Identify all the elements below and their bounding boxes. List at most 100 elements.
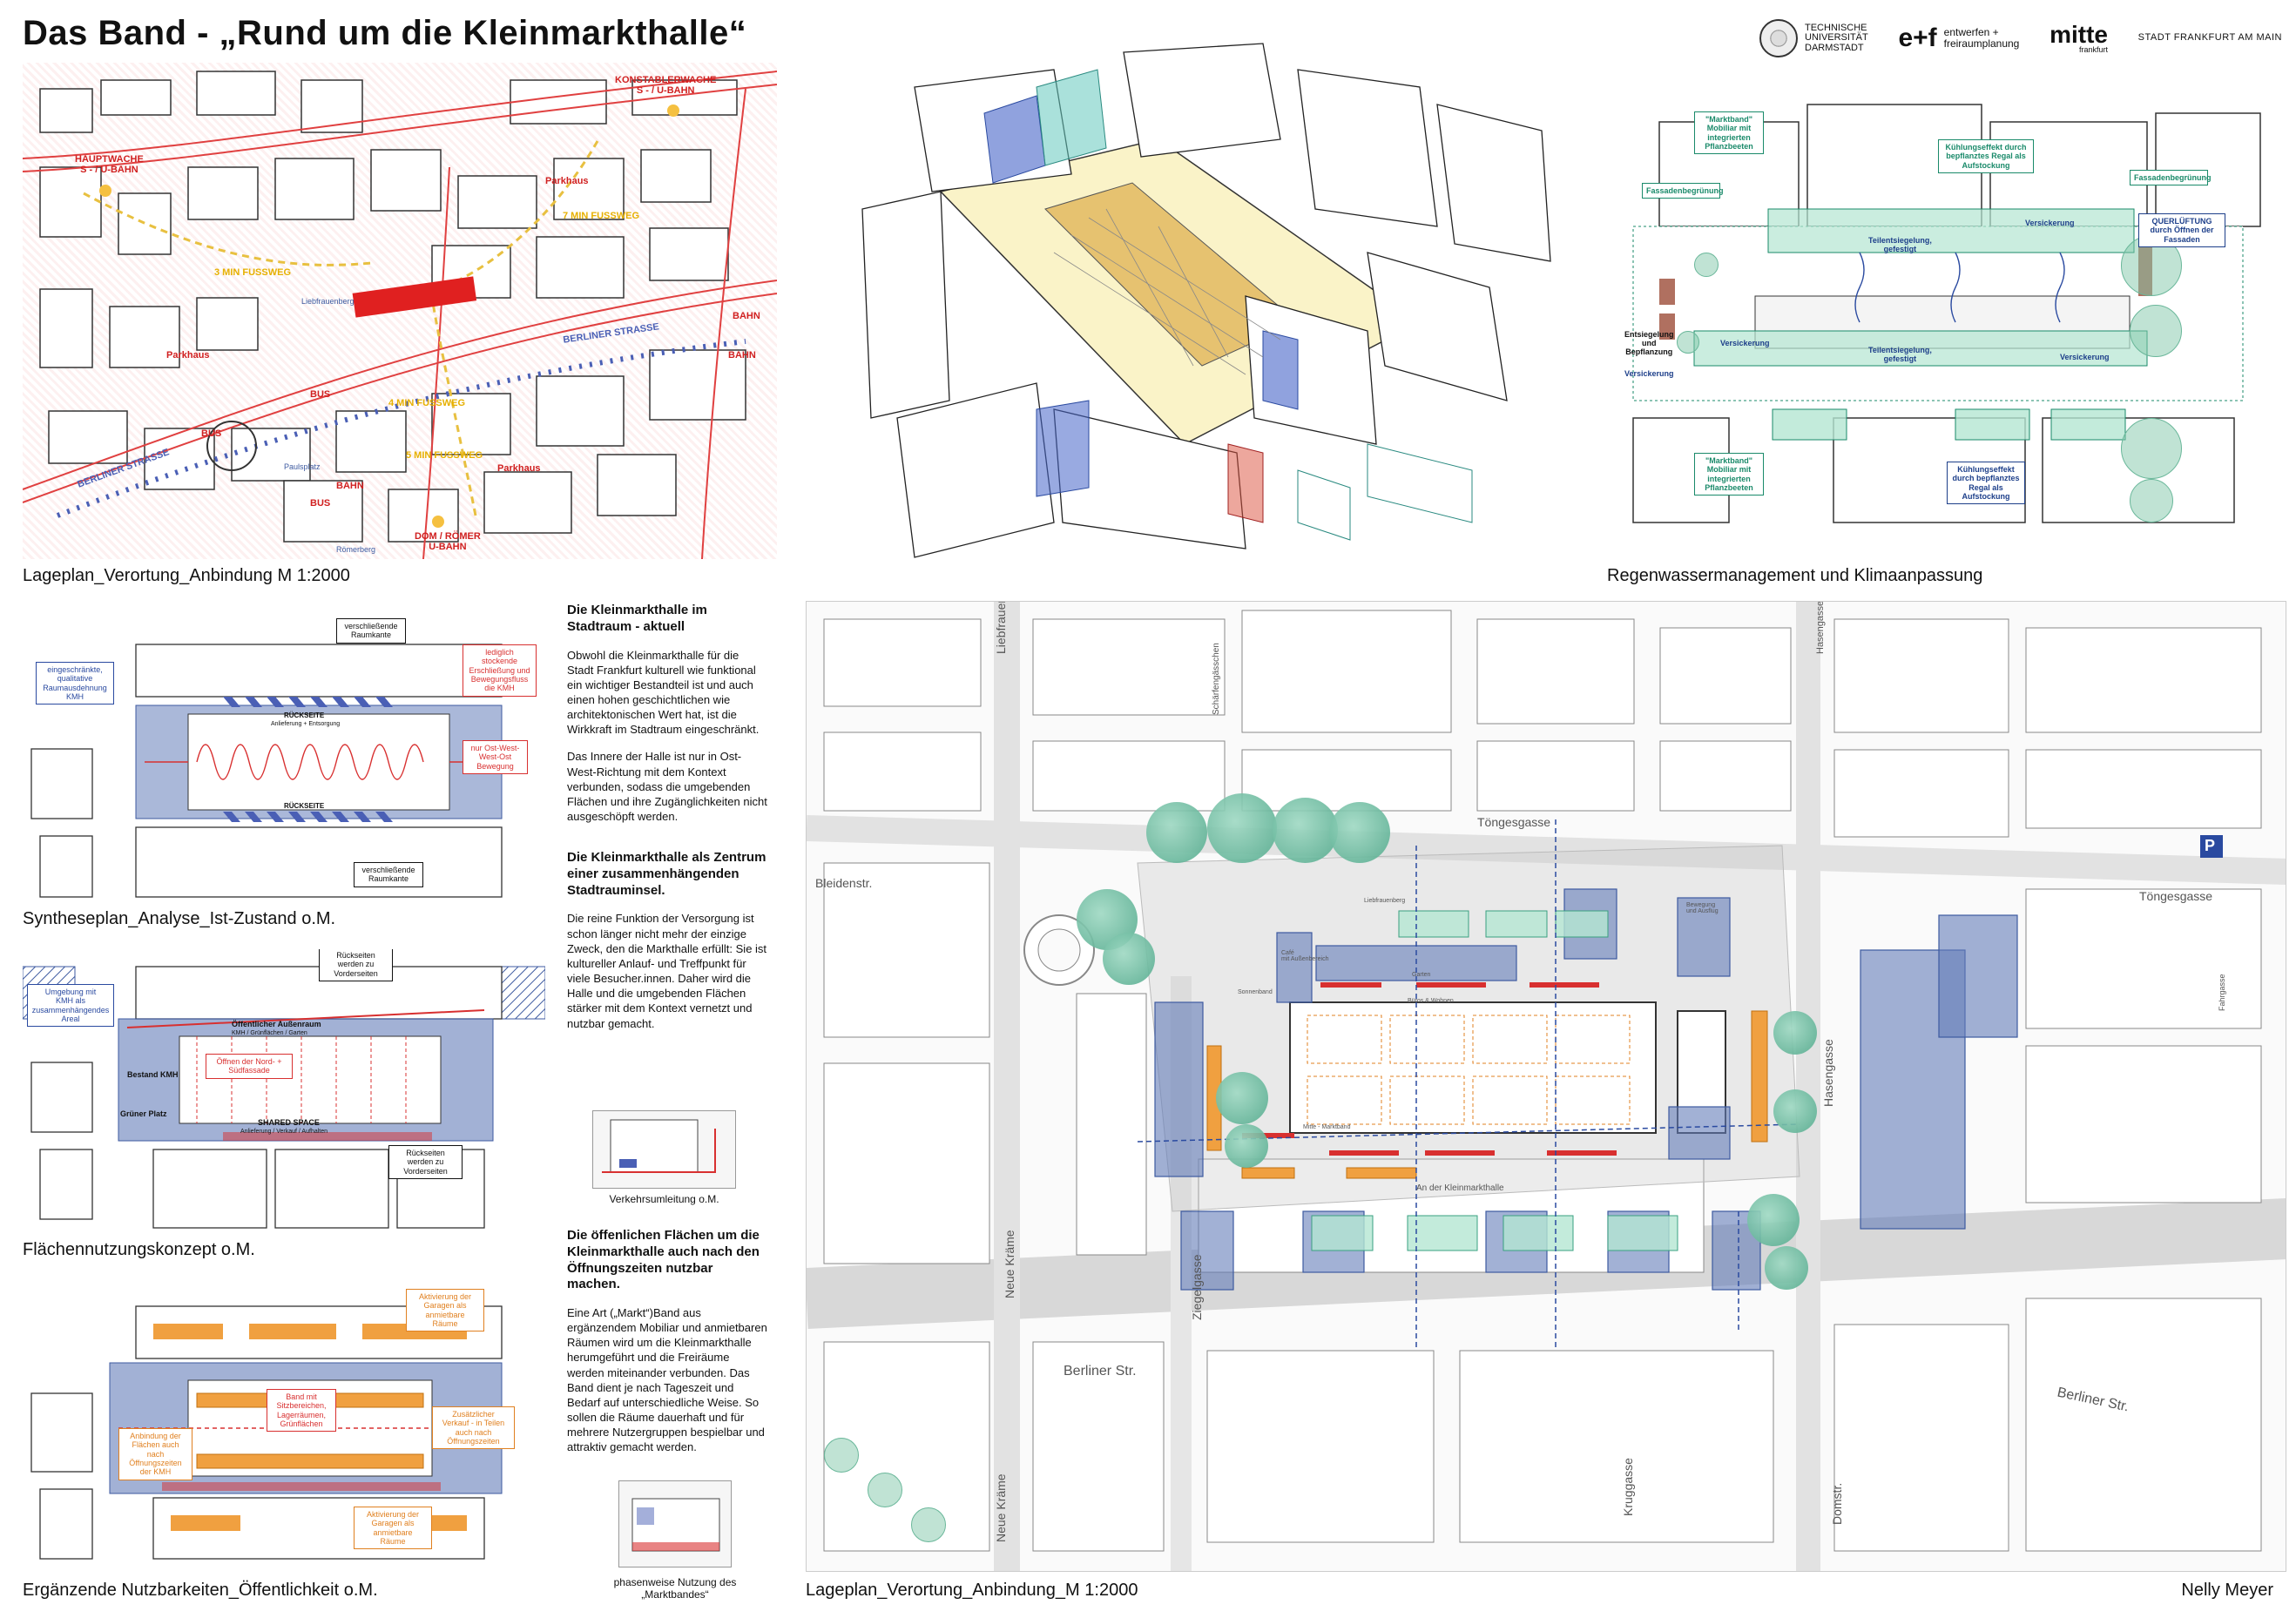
tu-seal-icon bbox=[1759, 19, 1798, 57]
mitte-sub: frankfurt bbox=[2078, 44, 2108, 54]
thumbnail-marktband bbox=[618, 1480, 732, 1567]
text-column-2: Die öffenlichen Flächen um die Kleinmark… bbox=[567, 1228, 767, 1467]
tu-darmstadt-logo: TECHNISCHE UNIVERSITÄT DARMSTADT bbox=[1759, 19, 1868, 57]
label-oeffnen: Öffnen der Nord- + Südfassade bbox=[206, 1054, 293, 1079]
label-eingeschraenkt: eingeschränkte, qualitative Raumausdehnu… bbox=[36, 662, 114, 705]
label-versick-2: Versickerung bbox=[1720, 339, 1770, 347]
label-bahn-3: BAHN bbox=[728, 350, 756, 361]
street-hasengasse-top: Hasengasse bbox=[1815, 601, 1826, 654]
label-raumkante-top: verschließende Raumkante bbox=[336, 618, 406, 644]
tree-1 bbox=[1146, 802, 1207, 863]
heading-oeffentlich: Die öffenlichen Flächen um die Kleinmark… bbox=[567, 1228, 760, 1292]
label-ostwest: nur Ost-West- West-Ost Bewegung bbox=[463, 740, 528, 775]
label-bahn-1: BAHN bbox=[733, 311, 760, 321]
paragraph-4: Eine Art („Markt“)Band aus ergänzendem M… bbox=[567, 1306, 767, 1454]
label-fussweg-4: 4 MIN FUSSWEG bbox=[388, 398, 466, 408]
label-shared-space: SHARED SPACE bbox=[258, 1118, 320, 1127]
tree-6 bbox=[1103, 933, 1155, 985]
label-aktivierung-top: Aktivierung der Garagen als anmietbare R… bbox=[406, 1289, 484, 1332]
ef-line-2: freiraumplanung bbox=[1943, 37, 2020, 50]
tree-4 bbox=[1329, 802, 1390, 863]
street-bleidenstr: Bleidenstr. bbox=[815, 876, 873, 890]
street-berliner-1: Berliner Str. bbox=[1064, 1364, 1137, 1379]
label-rueckseite-top: RÜCKSEITE bbox=[284, 711, 325, 719]
paragraph-1: Obwohl die Kleinmarkthalle für die Stadt… bbox=[567, 648, 760, 737]
ef-logo: e+f entwerfen + freiraumplanung bbox=[1898, 24, 2019, 52]
label-konstablerwache: KONSTABLERWACHE S - / U-BAHN bbox=[615, 75, 717, 97]
street-neue-kraeme-2: Neue Kräme bbox=[994, 1473, 1008, 1542]
tree-regen-3 bbox=[2121, 418, 2182, 479]
tree-13 bbox=[824, 1438, 859, 1473]
caption-regenwasser: Regenwassermanagement und Klimaanpassung bbox=[1607, 566, 1983, 585]
label-rueckseiten-top: Rückseiten werden zu Vorderseiten bbox=[319, 949, 393, 982]
label-versick-1: Versickerung bbox=[2025, 219, 2075, 227]
author-name: Nelly Meyer bbox=[2181, 1581, 2273, 1600]
label-raumkante-bot: verschließende Raumkante bbox=[354, 862, 423, 887]
tree-10 bbox=[1773, 1089, 1817, 1133]
street-schaerfengaesschen: Schärfengässchen bbox=[1212, 643, 1221, 715]
label-fussweg-5: 5 MIN FUSSWEG bbox=[406, 450, 483, 461]
label-bueros: Büros & Wohnen bbox=[1408, 998, 1454, 1004]
street-hasengasse: Hasengasse bbox=[1821, 1039, 1835, 1107]
mitte-mark: mitte bbox=[2050, 21, 2108, 49]
tree-regen-4 bbox=[2130, 479, 2173, 522]
label-shared-sub: Anlieferung / Verkauf / Aufhalten bbox=[240, 1129, 328, 1135]
street-fahrgasse: Fahrgasse bbox=[2218, 974, 2226, 1011]
perspective-sketch bbox=[810, 35, 1559, 566]
tree-regen-6 bbox=[1677, 331, 1699, 354]
tree-2 bbox=[1207, 793, 1277, 863]
page-title: Das Band - „Rund um die Kleinmarkthalle“ bbox=[23, 14, 747, 52]
caption-synthese: Syntheseplan_Analyse_Ist-Zustand o.M. bbox=[23, 909, 336, 928]
label-hauptwache: HAUPTWACHE S - / U-BAHN bbox=[75, 154, 144, 176]
label-versick-4: Versickerung bbox=[2060, 353, 2110, 361]
logo-bar: TECHNISCHE UNIVERSITÄT DARMSTADT e+f ent… bbox=[1759, 12, 2282, 64]
tree-7 bbox=[1216, 1072, 1268, 1124]
label-fassade-right: Fassadenbegrünung bbox=[2130, 170, 2212, 186]
street-an-der-kleinmarkthalle: An der Kleinmarkthalle bbox=[1416, 1183, 1504, 1193]
tree-12 bbox=[1765, 1246, 1808, 1290]
label-anlieferung: Anlieferung + Entsorgung bbox=[271, 721, 341, 727]
label-oeffentlich-sub: KMH / Grünflächen / Garten bbox=[232, 1030, 307, 1036]
stadt-frankfurt-logo: STADT FRANKFURT AM MAIN bbox=[2138, 33, 2282, 44]
caption-lageplan-main: Lageplan_Verortung_Anbindung_M 1:2000 bbox=[806, 1581, 1138, 1600]
location-map-drawing bbox=[23, 71, 777, 559]
street-toengesgasse-2: Töngesgasse bbox=[2139, 889, 2213, 903]
thumbnail-marktband-drawing bbox=[631, 1498, 720, 1552]
label-bahn-2: BAHN bbox=[336, 481, 364, 491]
label-aktivierung-bot: Aktivierung der Garagen als anmietbare R… bbox=[354, 1507, 432, 1550]
thumbnail-verkehr-drawing bbox=[602, 1119, 716, 1173]
label-liebfrauenberg: Liebfrauenberg bbox=[301, 297, 355, 306]
label-rueckseiten-bot: Rückseiten werden zu Vorderseiten bbox=[388, 1145, 463, 1180]
flaechen-plan: Umgebung mit KMH als zusammenhängendes A… bbox=[23, 949, 545, 1237]
label-garten: Garten bbox=[1412, 972, 1431, 978]
text-column: Die Kleinmarkthalle im Stadtraum - aktue… bbox=[567, 603, 767, 1043]
label-bus-3: BUS bbox=[310, 498, 331, 509]
street-toengesgasse-1: Töngesgasse bbox=[1477, 815, 1551, 829]
tu-line-2: UNIVERSITÄT bbox=[1805, 32, 1868, 44]
tree-11 bbox=[1747, 1194, 1800, 1246]
tu-line-3: DARMSTADT bbox=[1805, 42, 1864, 53]
caption-flaechen: Flächennutzungskonzept o.M. bbox=[23, 1240, 255, 1259]
label-parkhaus-1: Parkhaus bbox=[545, 176, 589, 186]
label-parkhaus-2: Parkhaus bbox=[166, 350, 210, 361]
label-anbindung: Anbindung der Flächen auch nach Öffnungs… bbox=[118, 1428, 192, 1480]
label-paulsplatz: Paulsplatz bbox=[284, 462, 321, 471]
label-oeffentlich: Öffentlicher Außenraum bbox=[232, 1020, 321, 1028]
ergaenzende-plan: Aktivierung der Garagen als anmietbare R… bbox=[23, 1289, 545, 1567]
label-sonnenband: Sonnenband bbox=[1238, 989, 1273, 995]
label-fassade-left: Fassadenbegrünung bbox=[1642, 183, 1724, 199]
synthese-plan: verschließende Raumkante eingeschränkte,… bbox=[23, 610, 545, 906]
heading-aktuell: Die Kleinmarkthalle im Stadtraum - aktue… bbox=[567, 603, 707, 634]
paragraph-3: Die reine Funktion der Versorgung ist sc… bbox=[567, 912, 767, 1030]
label-cafe: Café mit Außenbereich bbox=[1281, 950, 1329, 962]
paragraph-2: Das Innere der Halle ist nur in Ost-West… bbox=[567, 750, 767, 824]
tu-line-1: TECHNISCHE bbox=[1805, 22, 1867, 33]
label-parkhaus-3: Parkhaus bbox=[497, 463, 541, 474]
regenwasser-plan: "Marktband" Mobiliar mit integrierten Pf… bbox=[1607, 70, 2278, 540]
label-entsiegelung: Entsiegelung und Bepflanzung bbox=[1624, 330, 1674, 356]
tree-15 bbox=[911, 1507, 946, 1542]
dom-station-icon bbox=[432, 516, 444, 528]
label-fussweg-3: 3 MIN FUSSWEG bbox=[214, 267, 292, 278]
label-rueckseite-bot: RÜCKSEITE bbox=[284, 802, 325, 810]
